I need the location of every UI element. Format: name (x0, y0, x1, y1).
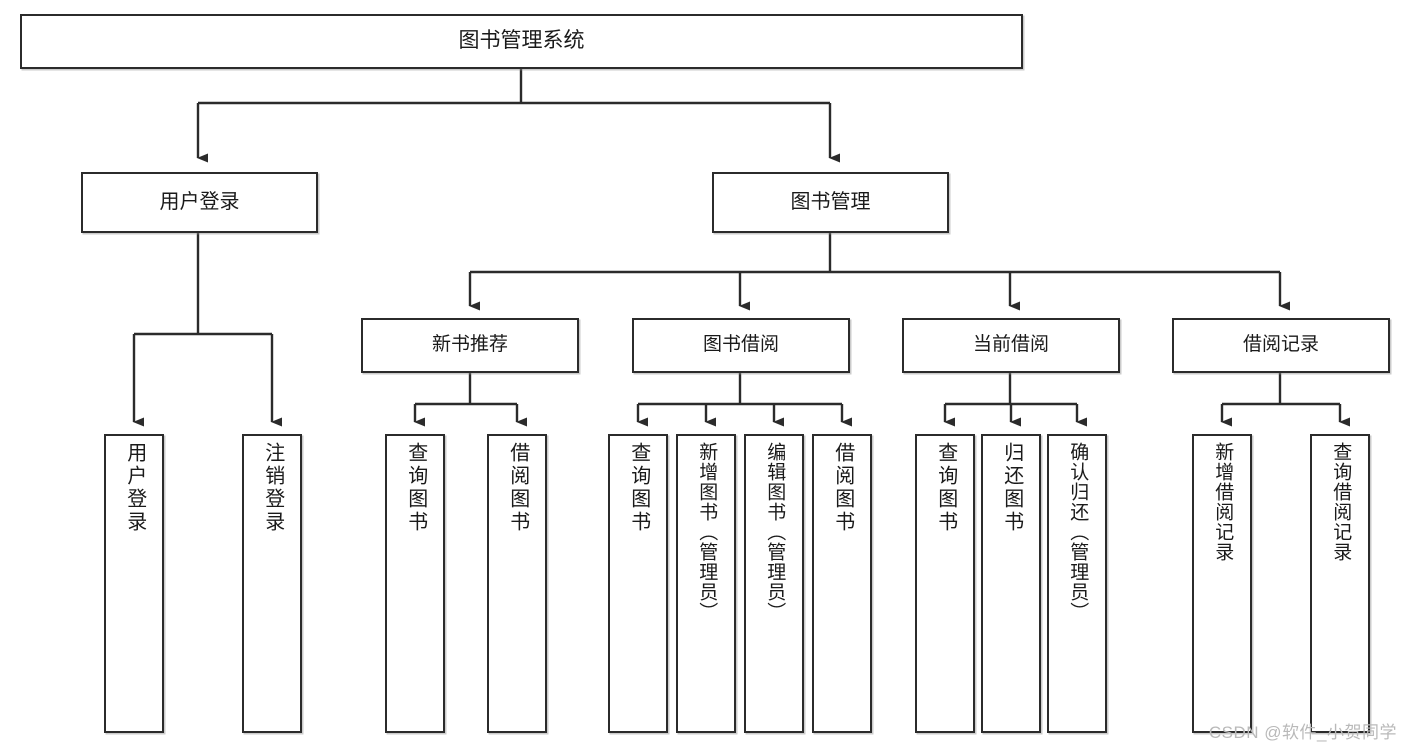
node-label: 用户登录 (159, 190, 240, 213)
node-label: 新增图书（管理员） (696, 442, 718, 622)
node-leaf-return-book[interactable]: 归还图书 (981, 434, 1041, 733)
node-user-login[interactable]: 用户登录 (81, 172, 318, 233)
node-borrow-record[interactable]: 借阅记录 (1172, 318, 1390, 373)
node-leaf-query-book-current[interactable]: 查询图书 (915, 434, 975, 733)
node-label: 图书借阅 (702, 334, 779, 356)
node-label: 新书推荐 (431, 334, 508, 356)
node-book-borrow[interactable]: 图书借阅 (632, 318, 850, 373)
node-book-management[interactable]: 图书管理 (712, 172, 949, 233)
node-label: 注销登录 (261, 442, 284, 534)
node-label: 归还图书 (1000, 442, 1023, 534)
node-leaf-query-book-recommend[interactable]: 查询图书 (385, 434, 445, 733)
node-label: 借阅图书 (506, 442, 529, 534)
node-label: 图书管理系统 (458, 29, 585, 53)
node-leaf-add-borrow-record[interactable]: 新增借阅记录 (1192, 434, 1252, 733)
node-leaf-logout[interactable]: 注销登录 (242, 434, 302, 733)
node-new-book-recommend[interactable]: 新书推荐 (361, 318, 579, 373)
node-label: 用户登录 (123, 442, 146, 534)
node-label: 查询图书 (404, 442, 427, 534)
node-leaf-user-login[interactable]: 用户登录 (104, 434, 164, 733)
node-leaf-edit-book-admin[interactable]: 编辑图书（管理员） (744, 434, 804, 733)
node-label: 借阅图书 (831, 442, 854, 534)
node-label: 图书管理 (790, 190, 871, 213)
node-label: 查询借阅记录 (1330, 442, 1352, 562)
node-leaf-add-book-admin[interactable]: 新增图书（管理员） (676, 434, 736, 733)
node-label: 借阅记录 (1242, 334, 1319, 356)
csdn-watermark: CSDN @软件_小贺同学 (1208, 723, 1397, 742)
node-root-book-management-system[interactable]: 图书管理系统 (20, 14, 1023, 69)
node-leaf-borrow-book-recommend[interactable]: 借阅图书 (487, 434, 547, 733)
node-leaf-borrow-book[interactable]: 借阅图书 (812, 434, 872, 733)
node-label: 确认归还（管理员） (1067, 442, 1089, 622)
node-leaf-query-borrow-record[interactable]: 查询借阅记录 (1310, 434, 1370, 733)
node-label: 当前借阅 (972, 334, 1049, 356)
node-label: 查询图书 (934, 442, 957, 534)
node-label: 查询图书 (627, 442, 650, 534)
node-leaf-query-book-borrow[interactable]: 查询图书 (608, 434, 668, 733)
node-label: 编辑图书（管理员） (764, 442, 786, 622)
node-current-borrow[interactable]: 当前借阅 (902, 318, 1120, 373)
node-leaf-confirm-return-admin[interactable]: 确认归还（管理员） (1047, 434, 1107, 733)
node-label: 新增借阅记录 (1212, 442, 1234, 562)
